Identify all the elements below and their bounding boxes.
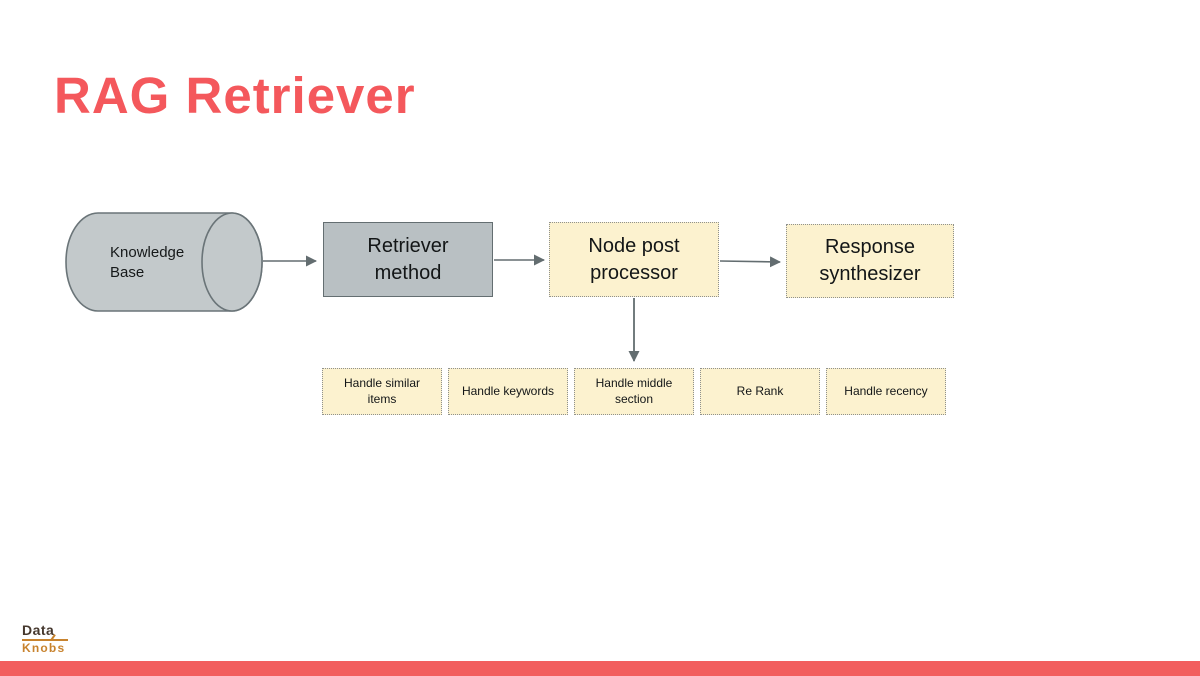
knowledge-base-label: Knowledge Base <box>110 244 185 282</box>
post-processor-label: Handle keywords <box>461 383 555 398</box>
retriever-method-label: Retriever method <box>367 234 449 284</box>
post-processor-box-handle-similar-items: Handle similar items <box>322 368 442 415</box>
logo-text-knobs: Knobs <box>22 640 66 655</box>
response-synthesizer-box: Response synthesizer <box>786 224 954 298</box>
post-processor-box-handle-keywords: Handle keywords <box>448 368 568 415</box>
response-synthesizer-label: Response synthesizer <box>819 236 921 285</box>
post-processor-label: Handle similar items <box>343 375 421 406</box>
post-processor-box-re-rank: Re Rank <box>700 368 820 415</box>
slide-title: RAG Retriever <box>54 67 416 124</box>
dataknobs-logo: Data Knobs <box>22 623 82 655</box>
arrow-nodepost-to-response <box>719 256 781 268</box>
logo-text-data: Data <box>22 622 55 638</box>
bottom-accent-bar <box>0 661 1200 676</box>
node-post-processor-label: Node post processor <box>588 234 680 284</box>
logo-divider-line <box>22 638 68 641</box>
post-processor-label: Handle middle section <box>595 375 673 406</box>
post-processor-box-handle-recency: Handle recency <box>826 368 946 415</box>
retriever-method-box: Retriever method <box>323 222 493 297</box>
post-processor-box-handle-middle-section: Handle middle section <box>574 368 694 415</box>
post-processor-label: Handle recency <box>844 383 928 398</box>
post-processor-label: Re Rank <box>736 383 784 398</box>
node-post-processor-box: Node post processor <box>549 222 719 297</box>
